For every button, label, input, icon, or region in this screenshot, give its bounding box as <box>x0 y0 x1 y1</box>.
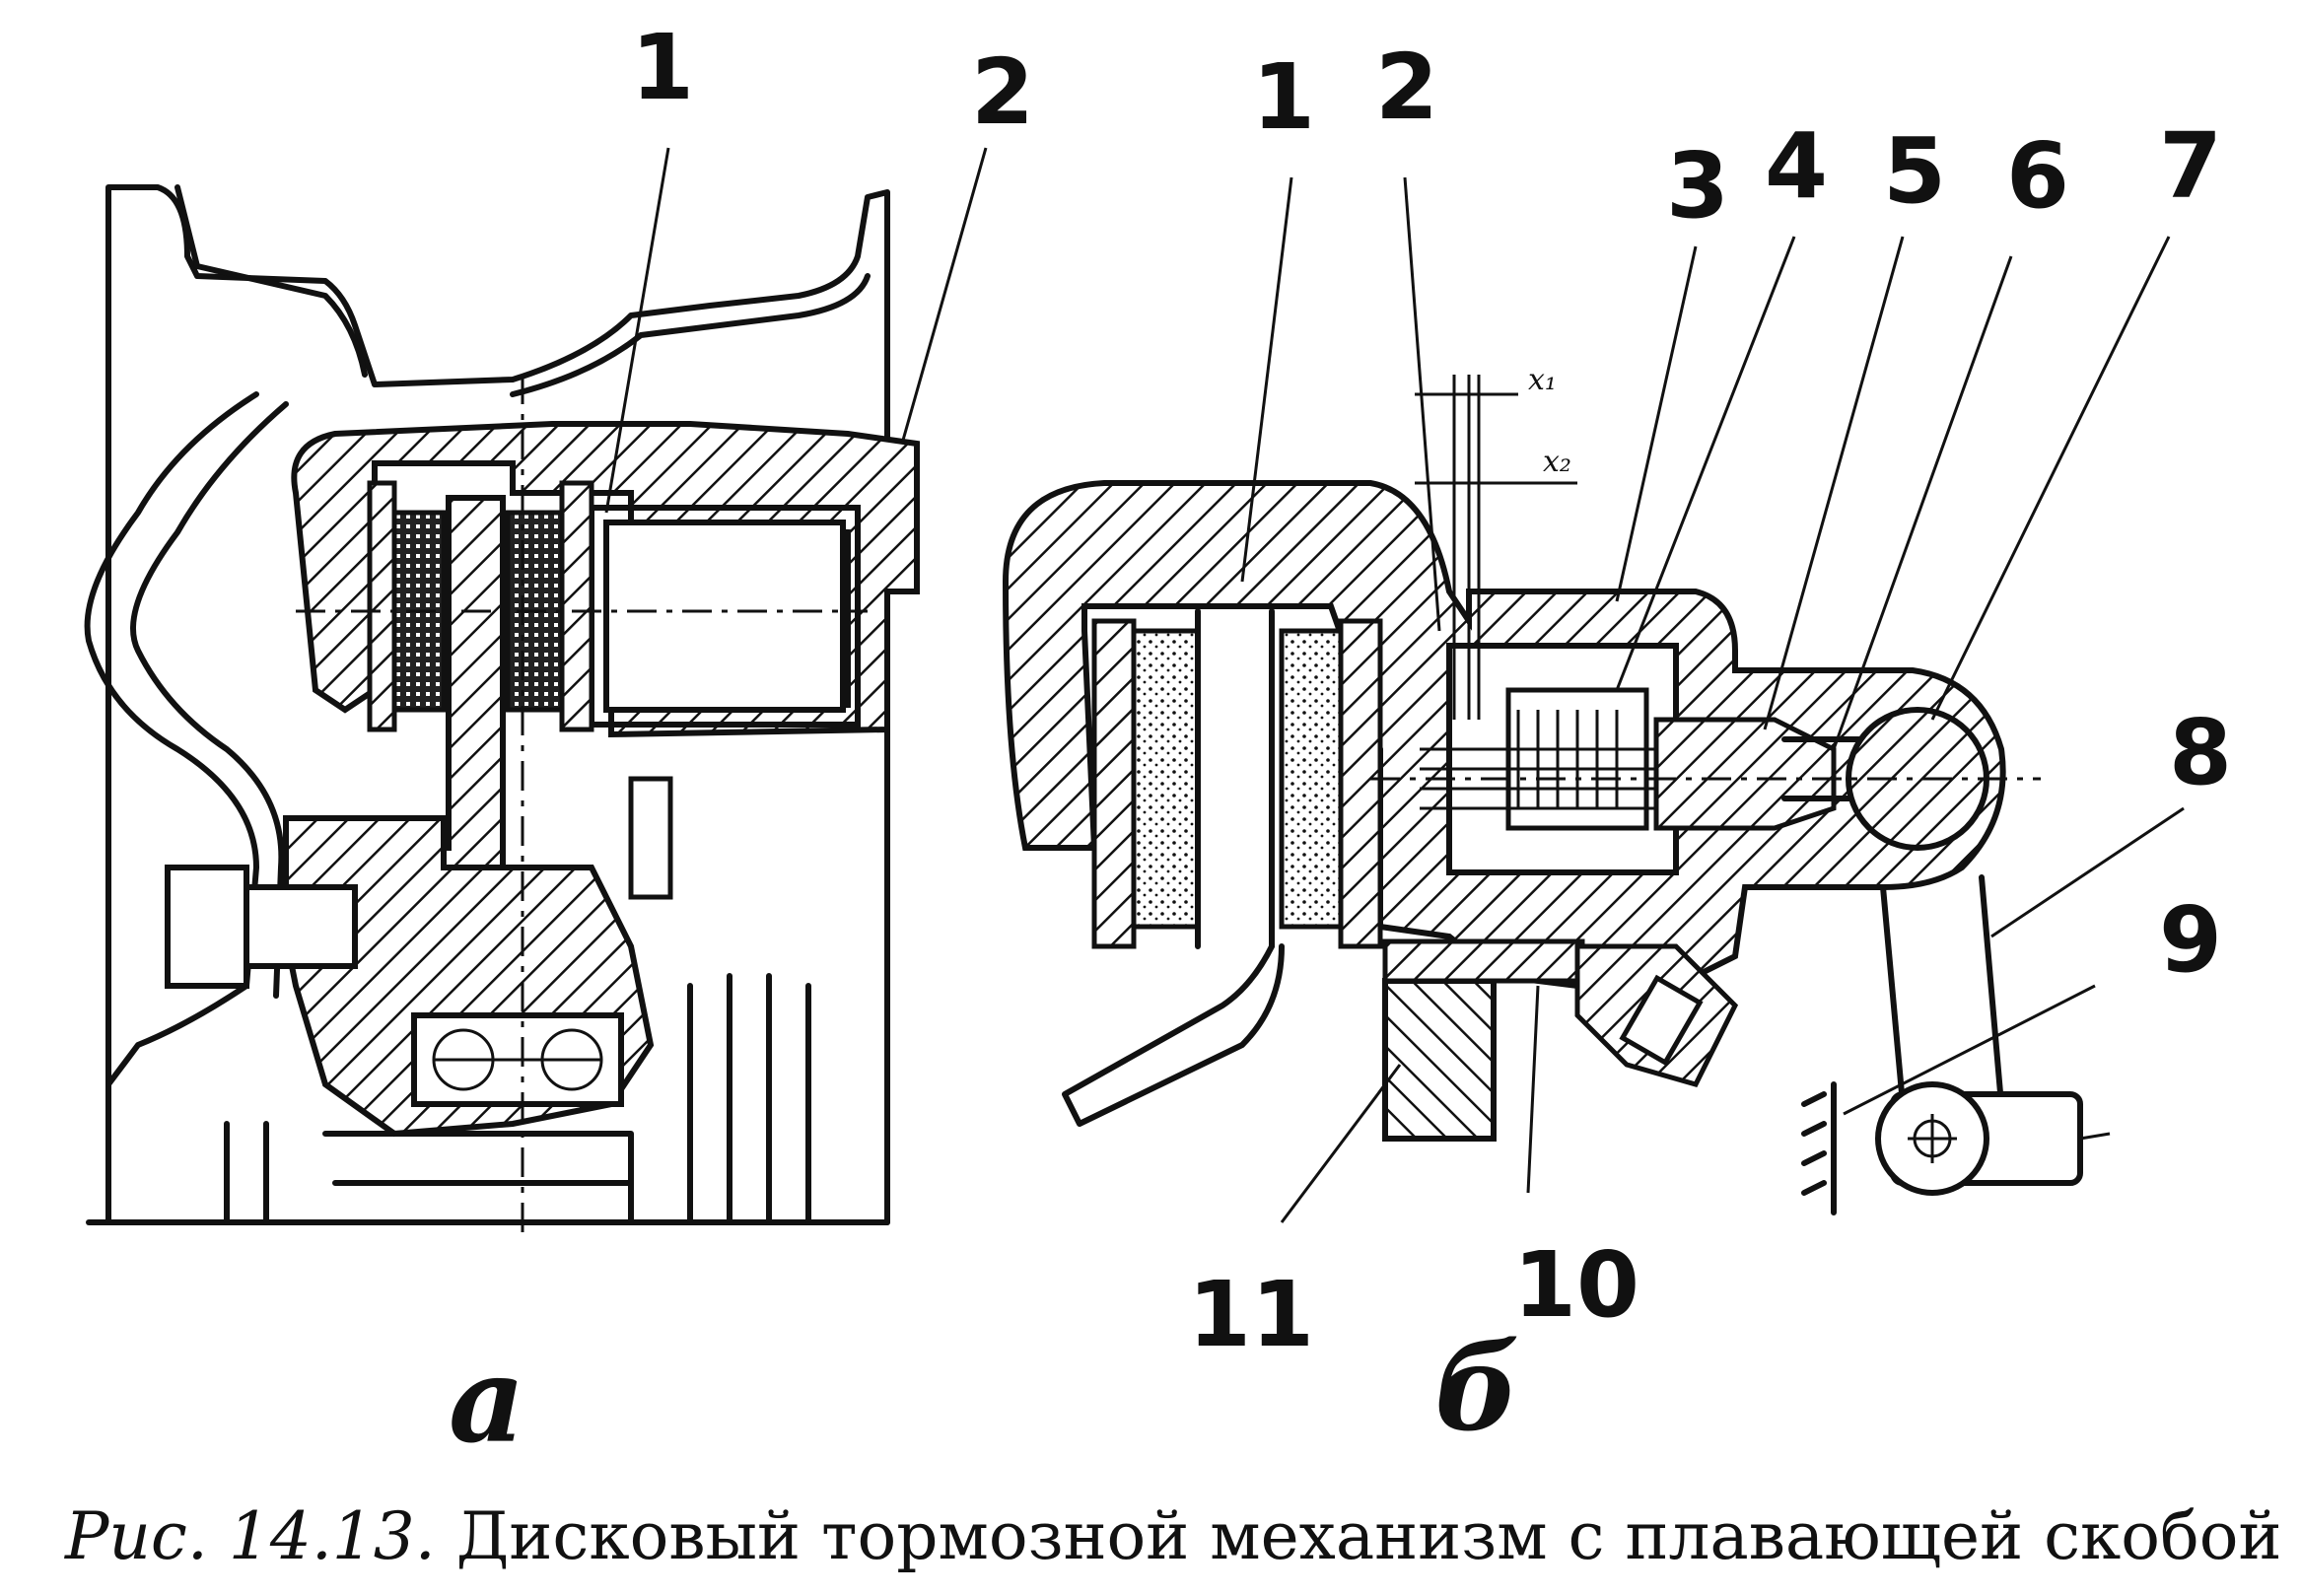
label-b-4: 4 <box>1765 113 1828 219</box>
label-a-2: 2 <box>971 39 1034 145</box>
caption-text: Дисковый тормозной механизм с плавающей … <box>455 1498 2282 1574</box>
label-b-11: 11 <box>1188 1262 1314 1367</box>
label-b-5: 5 <box>1883 118 1946 224</box>
label-b-1: 1 <box>1252 44 1315 150</box>
view-b-drawing <box>1002 176 2185 1223</box>
brake-pad-b-inner <box>1279 628 1344 930</box>
bracket-11 <box>1382 978 1497 1142</box>
brake-pad-b-outer <box>1131 628 1201 930</box>
caption-number: Рис. 14.13. <box>65 1498 436 1574</box>
label-a-1: 1 <box>631 15 694 120</box>
label-b-7: 7 <box>2159 113 2222 219</box>
caliper-a <box>291 421 920 738</box>
dimension-label-x1: x₁ <box>1528 363 1557 397</box>
brake-disc-b <box>1195 608 1275 949</box>
label-b-6: 6 <box>2006 123 2069 229</box>
subfigure-label-a: a <box>449 1331 525 1470</box>
view-a-drawing <box>84 147 988 1232</box>
label-b-3: 3 <box>1666 133 1729 239</box>
figure-caption: Рис. 14.13. Дисковый тормозной механизм … <box>65 1498 2282 1587</box>
label-b-2: 2 <box>1375 35 1438 140</box>
label-b-9: 9 <box>2159 887 2222 993</box>
label-b-10: 10 <box>1513 1232 1639 1338</box>
subfigure-label-b: б <box>1434 1319 1520 1458</box>
dimension-label-x2: x₂ <box>1543 445 1571 479</box>
label-b-8: 8 <box>2169 700 2232 805</box>
